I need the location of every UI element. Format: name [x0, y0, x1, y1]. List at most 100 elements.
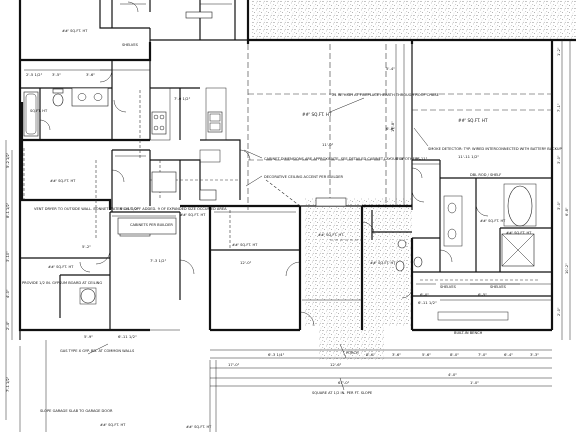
leader-cabinet	[243, 149, 263, 159]
dim-bot-d: 17'-0"	[228, 362, 240, 367]
sink-left-1	[77, 93, 87, 101]
dim-total: 67'-0"	[338, 380, 350, 385]
dim-right-a: 11'-11 1/2"	[458, 154, 479, 159]
dim-hall-w: 8'-4"	[396, 156, 405, 161]
leader-concrete	[339, 377, 345, 391]
room-left: ##' SQ.FT. HT	[50, 179, 76, 183]
dim-bot-j: 8'-0"	[450, 352, 459, 357]
fireplace	[315, 197, 347, 207]
dim-right-v1: 1'-2"	[557, 47, 561, 56]
label-cabinets: CABINETS PER BUILDER	[130, 223, 173, 227]
room-top-left: ##' SQ.FT. HT	[62, 29, 88, 33]
toilet-left	[52, 93, 64, 107]
dim-great-c: 11'-0"	[322, 142, 334, 147]
dimension-text: 2'-5 1/2" 3'-5" 3'-6" 7'-0 1/2" 6'-11 1/…	[26, 66, 539, 385]
porch-concrete	[304, 198, 412, 326]
dim-top-left-b: 3'-5"	[52, 72, 61, 77]
dim-bot-e: 6'-3 1/4"	[268, 352, 285, 357]
dim-great-b: 6'-8"	[386, 126, 395, 131]
room-laundry: ##' SQ.FT. HT	[48, 265, 74, 269]
bench	[437, 311, 509, 321]
dim-left-1: 5'-2 1/2"	[6, 152, 10, 168]
room-bath-left: SQ.FT. HT	[30, 109, 48, 113]
dim-bot-n: 4'-0"	[448, 372, 457, 377]
hall-toilet	[395, 260, 405, 272]
interior-walls	[19, 0, 552, 340]
room-hall: ##' SQ.FT. HT	[370, 261, 396, 265]
dim-left-2: 8'-1 1/2"	[6, 202, 10, 218]
dim-right-b: 5'-11"	[416, 156, 428, 161]
dim-bot-a: 7'-3 1/2"	[150, 258, 167, 263]
room-master-bath: ##' SQ.FT. HT	[480, 219, 506, 223]
note-slope: SLOPE GARAGE SLAB TO GARAGE DOOR	[40, 409, 113, 413]
master-tub	[507, 185, 533, 227]
dim-bot-l: 6'-4"	[504, 352, 513, 357]
dim-bath-b: 6'-0"	[420, 292, 429, 297]
note-garage: PROVIDE 1/2 IN. GYPSUM BOARD AT CEILING	[22, 281, 102, 285]
kitchen-sink	[207, 111, 223, 133]
dim-great-a: 5'-4"	[386, 66, 395, 71]
dim-bot-i: 5'-6"	[422, 352, 431, 357]
dimension-lines	[5, 40, 571, 432]
note-left-room: VENT DRYER TO OUTSIDE WALL. BONNET WATER…	[34, 207, 227, 211]
dim-bot-g: 8'-0"	[366, 352, 375, 357]
dim-left-6: 7'-1 1/2"	[6, 376, 10, 392]
leader-great	[329, 97, 365, 113]
master-sink-1	[447, 202, 457, 214]
dim-v-great: 17'-8"	[391, 121, 395, 132]
sink-left-2	[93, 93, 103, 101]
dim-bath-a: 6'-5"	[478, 292, 487, 297]
room-labels: ##' SQ.FT. HT SHELVES SQ.FT. HT ##' SQ.F…	[22, 29, 562, 427]
annotations: PORCH SQUARE AT 1/2 IN. PER FT. SLOPE SL…	[40, 97, 429, 429]
fixtures	[23, 3, 537, 321]
note-decorative: DECORATIVE CEILING ACCENT PER BUILDER	[264, 175, 344, 179]
dim-closet-w: 5'-2"	[82, 244, 91, 249]
note-gas: GAS TYPE X GYP. BD. AT COMMON WALLS	[60, 349, 135, 353]
room-bedroom-mid: ##' SQ.FT. HT	[318, 233, 344, 237]
room-master-bed: ##' SQ.FT. HT	[458, 118, 488, 123]
patio-concrete-top	[252, 0, 576, 40]
dim-bot-h: 3'-6"	[392, 352, 401, 357]
note-concrete: SQUARE AT 1/2 IN. PER FT. SLOPE	[312, 391, 373, 395]
dim-top-left-a: 2'-5 1/2"	[26, 72, 43, 77]
washer	[80, 288, 96, 304]
dim-bot-m: 3'-3"	[530, 352, 539, 357]
dim-right-v2: 7'-1"	[557, 103, 561, 112]
label-shelves-right: SHELVES	[490, 285, 507, 289]
exterior-walls	[18, 0, 576, 332]
fridge	[151, 171, 177, 193]
note-cabinet: CABINET DIMENSIONS ARE APPROXIMATE. SEE …	[264, 157, 420, 161]
range	[151, 111, 167, 135]
label-bottom-left: ##' SQ.FT. HT	[186, 425, 212, 429]
dim-top-left-c: 3'-6"	[86, 72, 95, 77]
dim-left-3: 3'-10"	[6, 251, 10, 262]
dim-left-5: 2'-4"	[6, 321, 10, 330]
room-walk-closet: ##' SQ.FT. HT	[506, 231, 532, 235]
leader-gas	[87, 343, 109, 355]
dim-right-v6: 10'-2"	[565, 263, 569, 274]
room-bottom: ##' SQ.FT. HT	[100, 423, 126, 427]
door-swings	[39, 1, 489, 327]
label-dbl-closet: DBL ROD / SHELF	[470, 173, 501, 177]
master-toilet	[413, 256, 423, 268]
dim-bot-b: 6'-11 1/2"	[118, 334, 137, 339]
dim-right-c: 6'-11 1/2"	[418, 300, 437, 305]
room-mech: ##' SQ.FT. HT	[232, 243, 258, 247]
dim-right-v3: 3'-0"	[557, 155, 561, 164]
leader-smoke	[413, 127, 429, 147]
dim-right-v5: 6'-8"	[565, 207, 569, 216]
note-porch: PORCH	[346, 351, 359, 355]
dim-bot-f: 12'-6"	[330, 362, 342, 367]
label-bench: BUILT-IN BENCH	[454, 331, 483, 335]
dim-bot-k: 7'-0"	[478, 352, 487, 357]
dim-mid-b: 6'-11 1/2"	[120, 206, 139, 211]
leader-porch	[339, 343, 347, 359]
master-sink-2	[447, 228, 457, 240]
label-shelves-top: SHELVES	[122, 43, 139, 47]
dim-mid-a: 7'-0 1/2"	[174, 96, 191, 101]
note-smoke: SMOKE DETECTOR: TYP. WIRED INTERCONNECTE…	[428, 147, 562, 151]
room-great: ##' SQ.FT. HT	[302, 112, 332, 117]
dim-right-v7: 2'-0"	[557, 307, 561, 316]
room-closet-mid: ##' SQ.FT. HT	[180, 213, 206, 217]
dim-right-v4: 3'-0"	[557, 201, 561, 210]
